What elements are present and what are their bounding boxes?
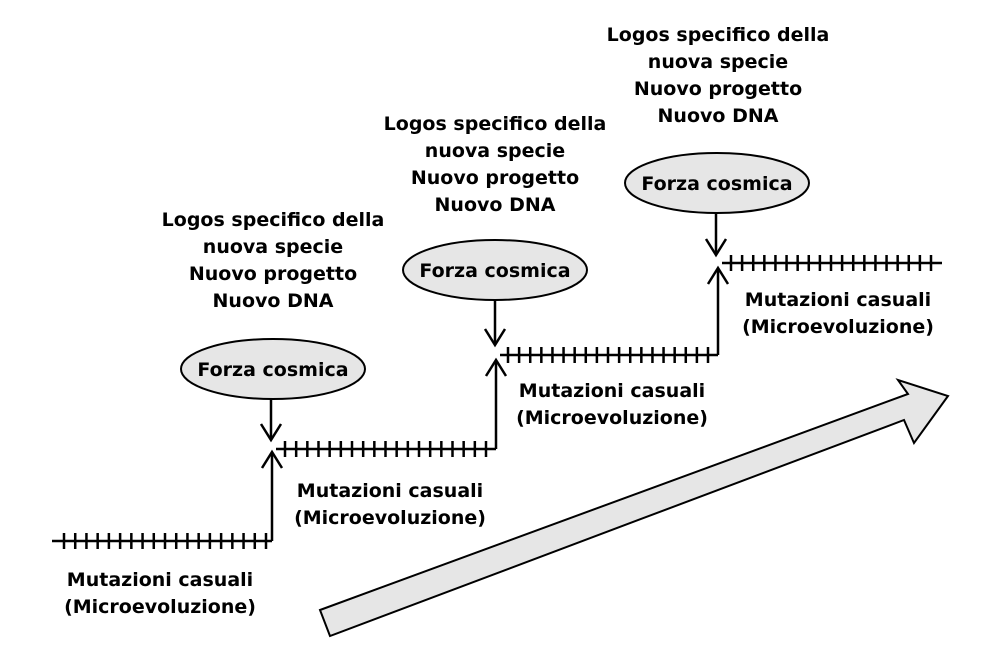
mutation-track-3: [500, 347, 718, 363]
logos-line: Nuovo progetto: [189, 263, 357, 285]
mutation-label-3: Mutazioni casuali (Microevoluzione): [516, 380, 708, 429]
mutation-line: (Microevoluzione): [294, 507, 486, 529]
mutation-line: (Microevoluzione): [516, 407, 708, 429]
step-up-arrow-3: [706, 265, 730, 355]
mutation-label-4: Mutazioni casuali (Microevoluzione): [742, 289, 934, 338]
logos-line: nuova specie: [425, 140, 565, 162]
logos-label-1: Logos specifico della nuova specie Nuovo…: [162, 209, 385, 312]
mutation-line: (Microevoluzione): [742, 316, 934, 338]
logos-line: Nuovo DNA: [213, 290, 334, 312]
logos-line: nuova specie: [648, 51, 788, 73]
force-label: Forza cosmica: [641, 173, 792, 195]
big-progress-arrow: [318, 378, 950, 638]
force-label: Forza cosmica: [419, 260, 570, 282]
logos-line: Logos specifico della: [607, 24, 830, 46]
force-node-2: Forza cosmica: [402, 239, 588, 301]
mutation-line: Mutazioni casuali: [67, 569, 253, 591]
force-down-arrow-2: [483, 300, 507, 348]
logos-line: Nuovo progetto: [634, 78, 802, 100]
mutation-line: Mutazioni casuali: [297, 480, 483, 502]
force-down-arrow-3: [704, 213, 728, 258]
force-node-3: Forza cosmica: [624, 152, 810, 214]
logos-label-2: Logos specifico della nuova specie Nuovo…: [384, 113, 607, 216]
mutation-label-1: Mutazioni casuali (Microevoluzione): [64, 569, 256, 618]
logos-line: Nuovo DNA: [658, 105, 779, 127]
force-label: Forza cosmica: [197, 359, 348, 381]
logos-line: Nuovo DNA: [435, 194, 556, 216]
force-node-1: Forza cosmica: [180, 338, 366, 400]
logos-line: Logos specifico della: [162, 209, 385, 231]
logos-line: nuova specie: [203, 236, 343, 258]
mutation-track-4: [722, 255, 942, 271]
mutation-track-2: [276, 441, 496, 457]
step-up-arrow-2: [484, 357, 508, 449]
logos-label-3: Logos specifico della nuova specie Nuovo…: [607, 24, 830, 127]
force-ellipse: [180, 338, 366, 400]
mutation-line: (Microevoluzione): [64, 596, 256, 618]
mutation-track-1: [52, 533, 272, 549]
mutation-label-2: Mutazioni casuali (Microevoluzione): [294, 480, 486, 529]
logos-line: Logos specifico della: [384, 113, 607, 135]
mutation-line: Mutazioni casuali: [745, 289, 931, 311]
force-down-arrow-1: [259, 399, 283, 443]
step-up-arrow-1: [260, 449, 284, 541]
mutation-line: Mutazioni casuali: [519, 380, 705, 402]
logos-line: Nuovo progetto: [411, 167, 579, 189]
